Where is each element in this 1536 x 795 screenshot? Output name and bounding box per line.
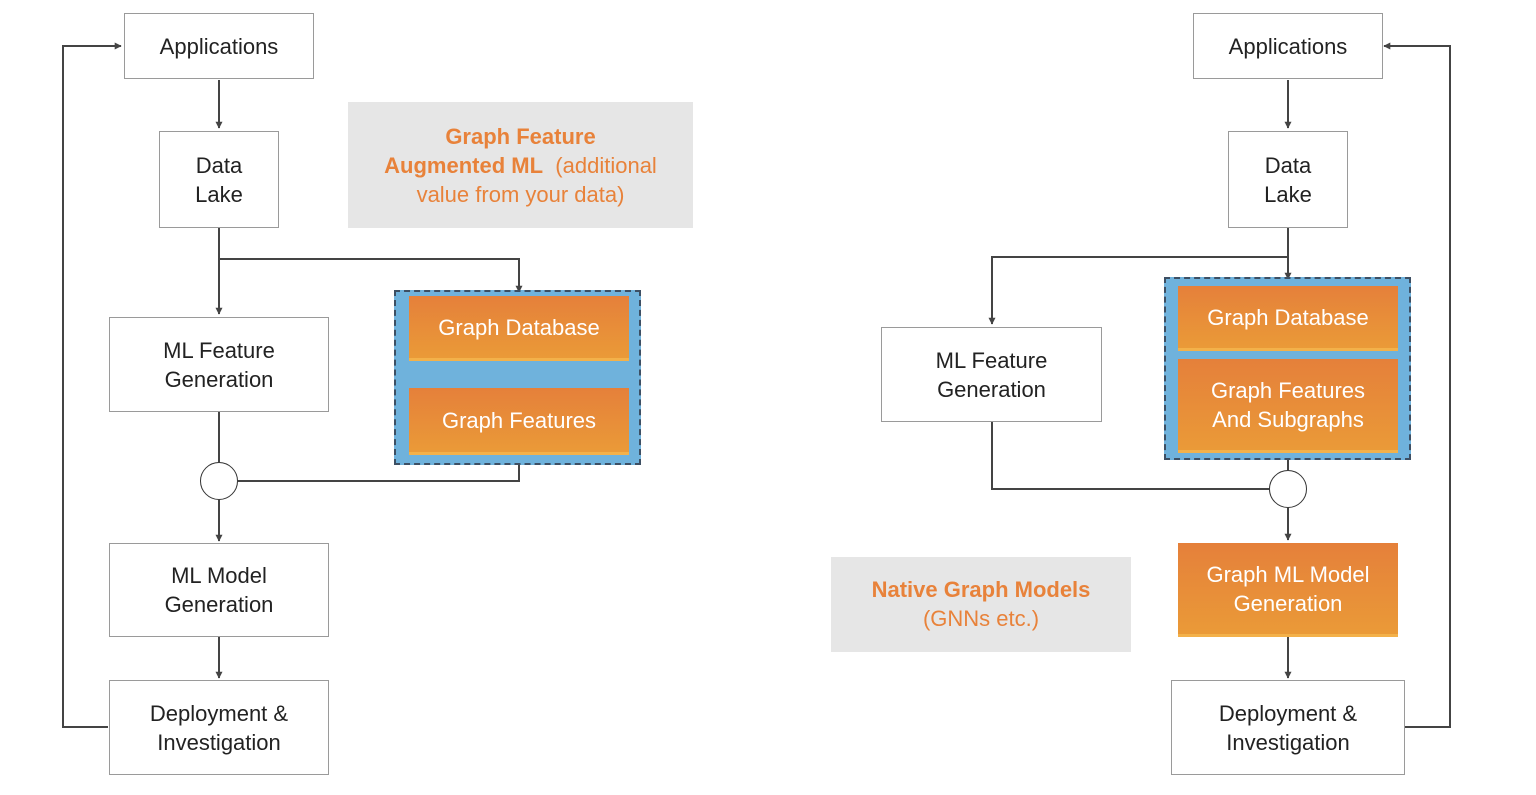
arrow-feedback-right — [1383, 42, 1451, 728]
note-bold-line-2: Augmented ML — [384, 153, 544, 178]
note-plain-line-1: (additional — [555, 153, 657, 178]
graph-features-subgraphs-box-right: Graph Features And Subgraphs — [1178, 359, 1398, 453]
graph-ml-model-generation-box-right: Graph ML Model Generation — [1178, 543, 1398, 637]
merge-node-left — [200, 462, 238, 500]
data-lake-box-left: Data Lake — [159, 131, 279, 228]
native-graph-models-note: Native Graph Models (GNNs etc.) — [831, 557, 1131, 652]
arrow-feedback-left — [62, 42, 122, 728]
graph-features-box-left: Graph Features — [409, 388, 629, 455]
arrow-datalake-to-mlfeature-right — [988, 256, 1288, 325]
note-bold-line-1: Graph Feature — [445, 124, 596, 149]
note-plain-line-2: value from your data) — [416, 182, 625, 207]
ml-feature-generation-box-left: ML Feature Generation — [109, 317, 329, 412]
graph-feature-augmented-ml-note: Graph Feature Augmented ML (additional v… — [348, 102, 693, 228]
ml-feature-generation-box-right: ML Feature Generation — [881, 327, 1102, 422]
applications-box-right: Applications — [1193, 13, 1383, 79]
native-note-bold: Native Graph Models — [871, 577, 1091, 602]
merge-node-right — [1269, 470, 1307, 508]
graph-database-box-right: Graph Database — [1178, 286, 1398, 351]
deployment-investigation-box-right: Deployment & Investigation — [1171, 680, 1405, 775]
deployment-investigation-box-left: Deployment & Investigation — [109, 680, 329, 775]
data-lake-box-right: Data Lake — [1228, 131, 1348, 228]
arrow-datalake-to-graphdb-left — [219, 258, 523, 293]
graph-database-box-left: Graph Database — [409, 296, 629, 361]
ml-model-generation-box-left: ML Model Generation — [109, 543, 329, 637]
line-mlfeature-to-merge-right — [991, 422, 1269, 490]
applications-box-left: Applications — [124, 13, 314, 79]
native-note-plain: (GNNs etc.) — [922, 606, 1040, 631]
